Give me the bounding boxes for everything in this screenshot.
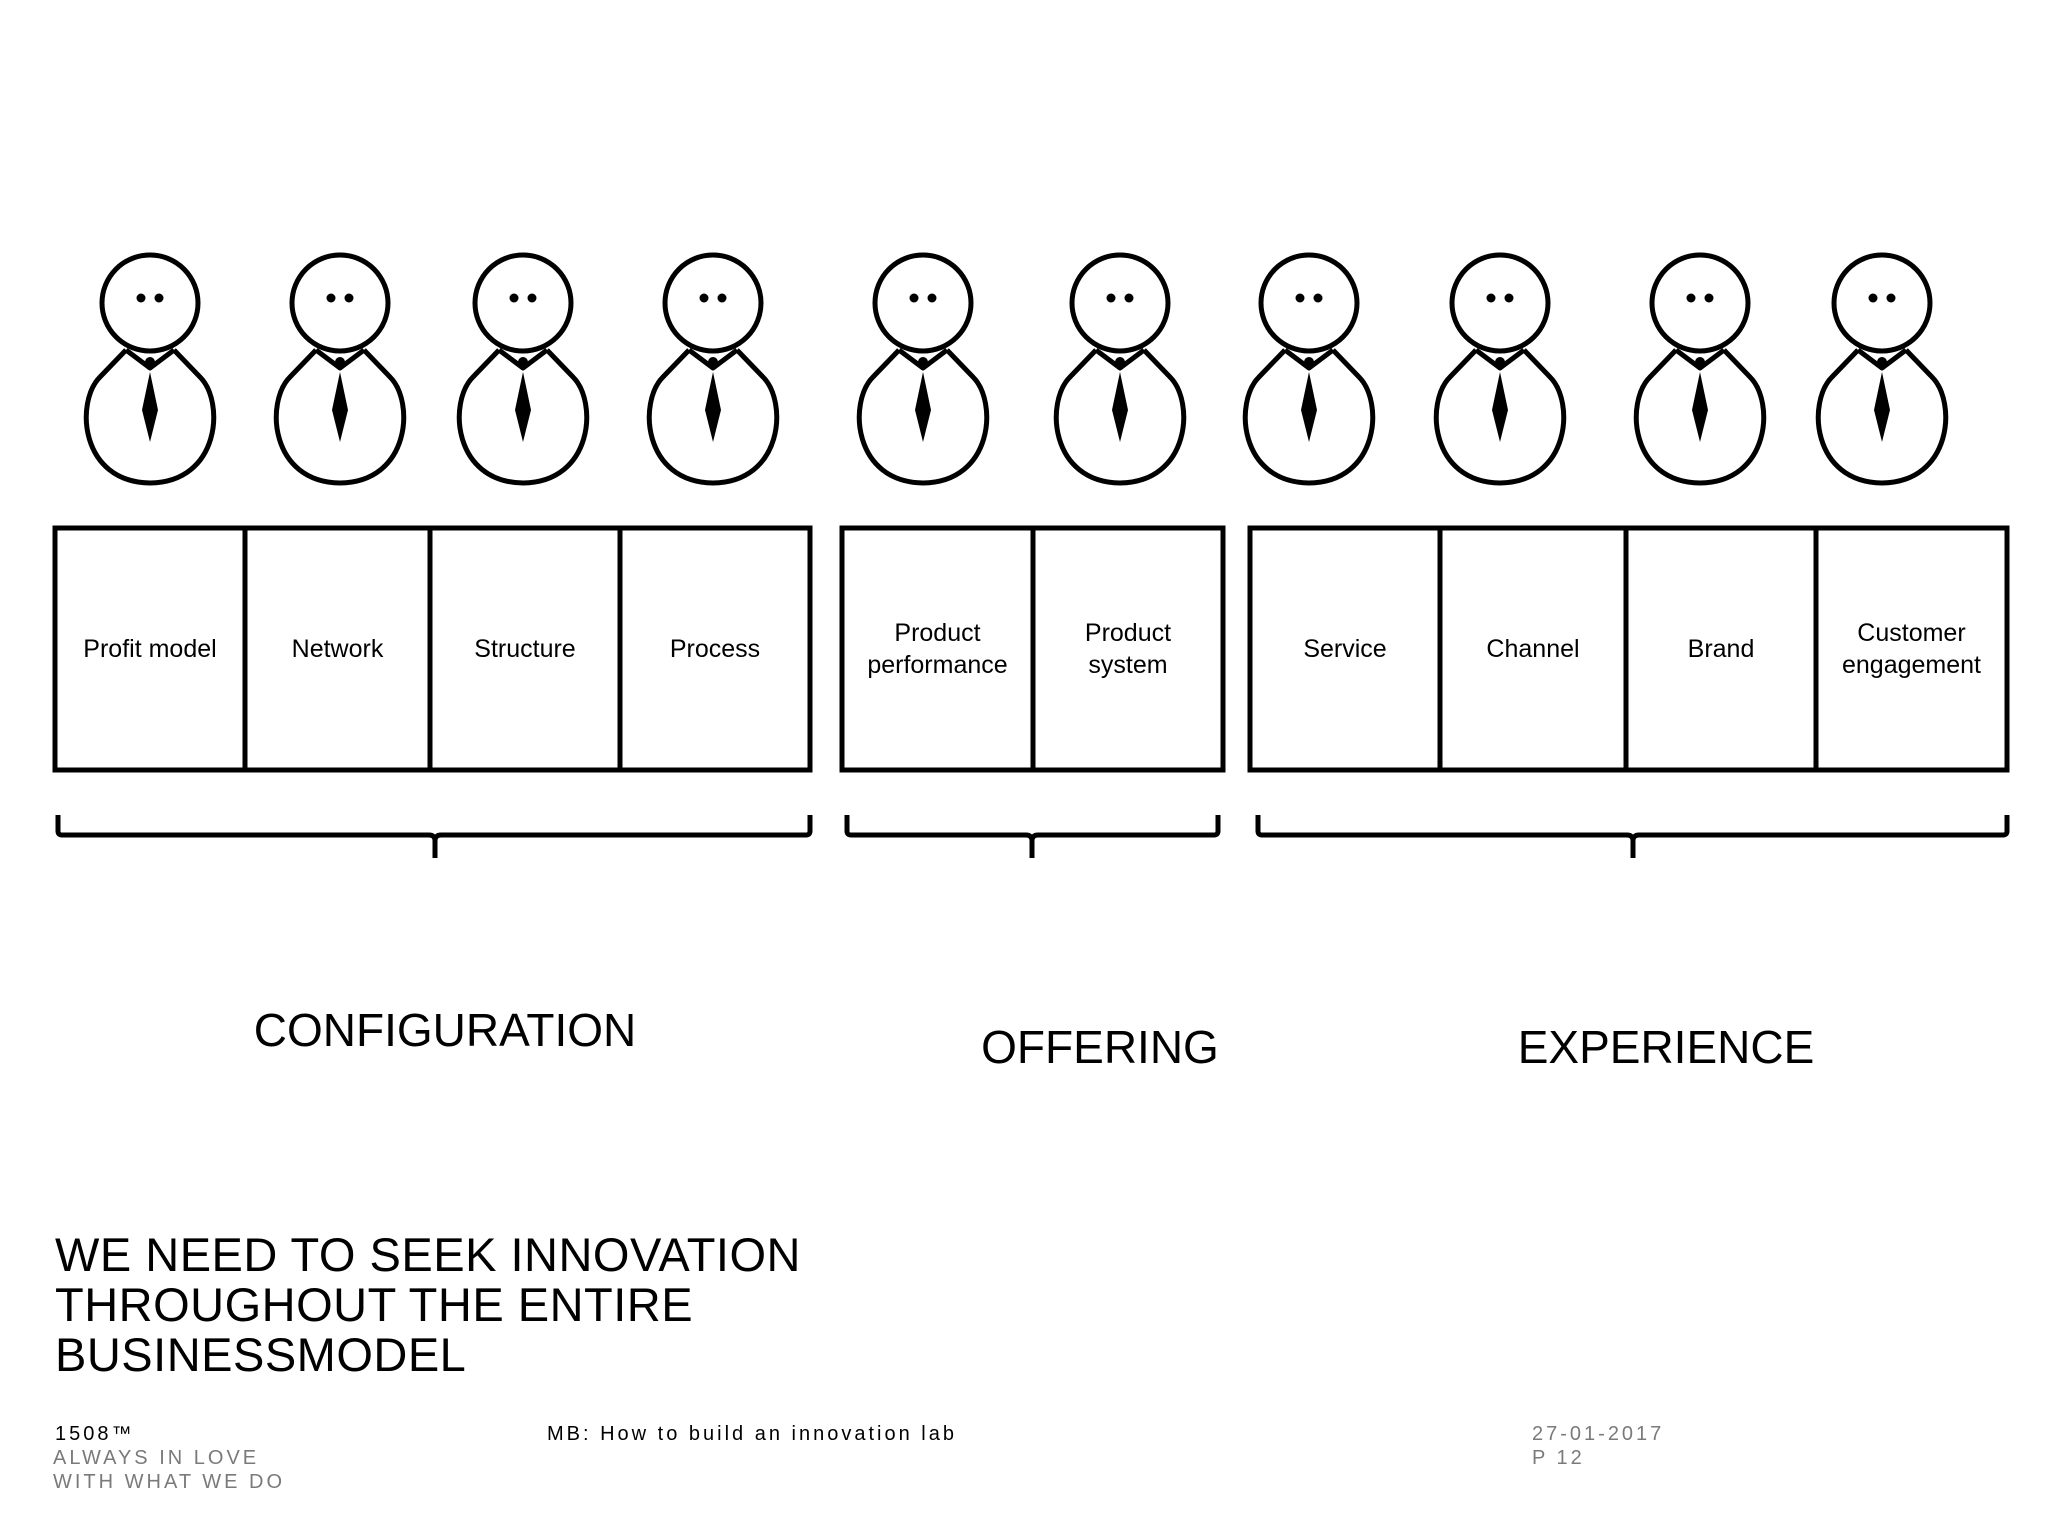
cell-profit-model: Profit model	[83, 635, 217, 663]
experience-brace	[1255, 815, 2010, 858]
cell-brand: Brand	[1687, 635, 1755, 663]
offering-brace	[844, 815, 1221, 858]
cell-network: Network	[291, 635, 384, 663]
cell-customer-engagement: Customer engagement	[1841, 619, 1981, 679]
businessman-with-tie-icon	[1433, 252, 1567, 486]
businessman-with-tie-icon	[273, 252, 407, 486]
group-label-configuration: CONFIGURATION	[253, 1004, 637, 1056]
businessman-with-tie-icon	[456, 252, 590, 486]
businessman-with-tie-icon	[1053, 252, 1187, 486]
footer-title: MB: How to build an innovation lab	[547, 1423, 957, 1445]
businessman-with-tie-icon	[1815, 252, 1949, 486]
businessman-with-tie-icon	[856, 252, 990, 486]
cell-product-system: Product system	[1084, 619, 1172, 679]
businessman-with-tie-icon	[646, 252, 780, 486]
businessman-with-tie-icon	[1242, 252, 1376, 486]
footer-tagline-2: WITH WHAT WE DO	[53, 1471, 286, 1493]
footer-tagline-1: ALWAYS IN LOVE	[53, 1447, 260, 1469]
group-label-experience: EXPERIENCE	[1517, 1021, 1815, 1073]
cell-process: Process	[669, 635, 761, 663]
footer-page: P 12	[1532, 1447, 1585, 1469]
footer-brand: 1508™	[55, 1423, 135, 1445]
businessman-with-tie-icon	[83, 252, 217, 486]
cell-service: Service	[1303, 635, 1387, 663]
group-label-offering: OFFERING	[981, 1021, 1219, 1073]
cell-product-performance: Product performance	[867, 619, 1008, 679]
headline: WE NEED TO SEEK INNOVATION THROUGHOUT TH…	[55, 1228, 801, 1381]
businessman-with-tie-icon	[1633, 252, 1767, 486]
configuration-brace	[55, 815, 813, 858]
cell-channel: Channel	[1486, 635, 1580, 663]
cell-structure: Structure	[474, 635, 576, 663]
footer-date: 27-01-2017	[1532, 1423, 1665, 1445]
